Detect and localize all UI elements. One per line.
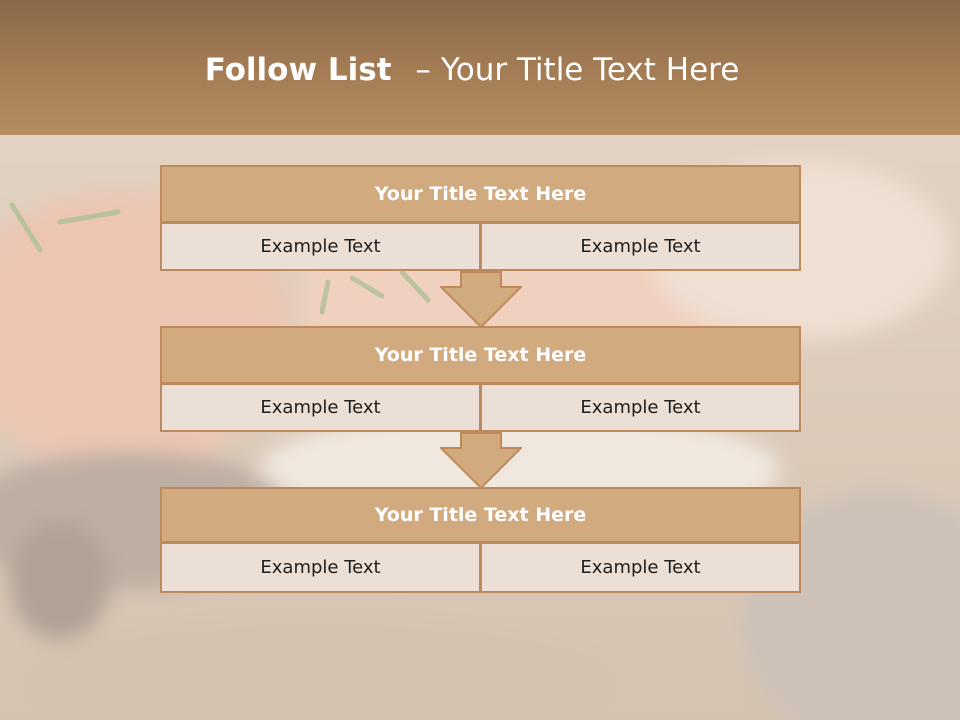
slide-title: Follow List –Your Title Text Here (0, 52, 944, 88)
title-separator: – (415, 52, 431, 88)
list-block-2: Your Title Text Here Example Text Exampl… (160, 326, 801, 432)
block-title: Your Title Text Here (160, 165, 801, 223)
block-right-text: Example Text (480, 383, 801, 432)
title-bold-text: Follow List (204, 52, 392, 88)
block-right-text: Example Text (480, 542, 801, 593)
block-left-text: Example Text (160, 542, 481, 593)
block-right-text: Example Text (480, 222, 801, 271)
list-block-3: Your Title Text Here Example Text Exampl… (160, 487, 801, 593)
block-title: Your Title Text Here (160, 487, 801, 543)
down-arrow-icon (440, 271, 522, 329)
title-banner (0, 0, 960, 135)
title-rest-text: Your Title Text Here (440, 52, 740, 88)
block-title: Your Title Text Here (160, 326, 801, 384)
down-arrow-icon (440, 432, 522, 490)
block-left-text: Example Text (160, 383, 481, 432)
list-block-1: Your Title Text Here Example Text Exampl… (160, 165, 801, 271)
block-left-text: Example Text (160, 222, 481, 271)
